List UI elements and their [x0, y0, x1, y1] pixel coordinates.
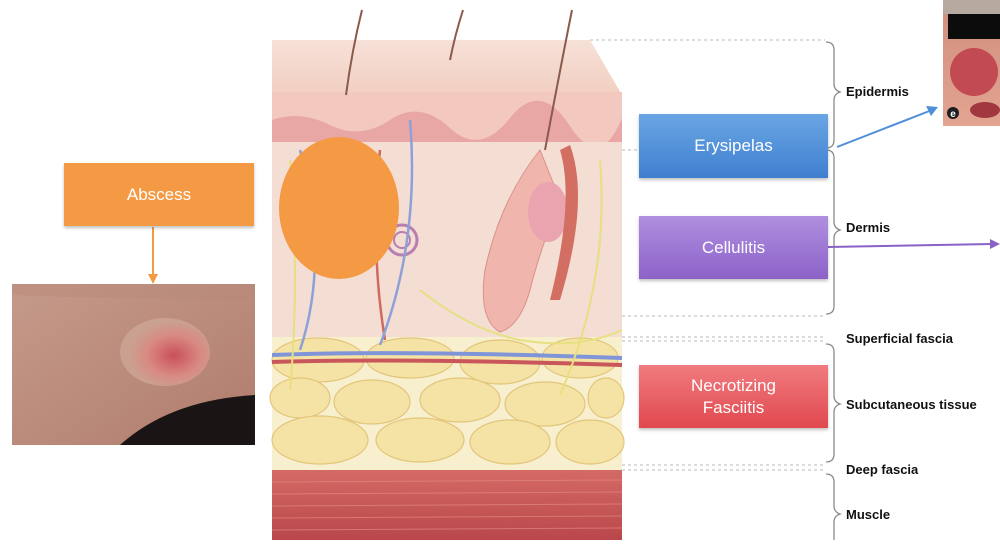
erysipelas-box: Erysipelas — [639, 114, 828, 178]
layer-label-epidermis: Epidermis — [846, 84, 909, 99]
cellulitis-arrow — [828, 239, 1000, 249]
erysipelas-label: Erysipelas — [694, 135, 772, 157]
abscess-label: Abscess — [127, 184, 191, 206]
necrotizing-label-line2: Fasciitis — [703, 397, 764, 419]
erysipelas-arrow — [837, 106, 938, 147]
layer-label-deep-fascia: Deep fascia — [846, 462, 918, 477]
layer-label-dermis: Dermis — [846, 220, 890, 235]
cellulitis-label: Cellulitis — [702, 237, 765, 259]
abscess-box: Abscess — [64, 163, 254, 226]
layer-label-subcutaneous-tissue: Subcutaneous tissue — [846, 397, 977, 412]
abscess-photo — [12, 284, 255, 445]
cellulitis-box: Cellulitis — [639, 216, 828, 279]
layer-label-superficial-fascia: Superficial fascia — [846, 331, 953, 346]
erysipelas-photo — [943, 0, 1000, 126]
necrotizing-label-line1: Necrotizing — [691, 375, 776, 397]
photo-badge-letter: e — [950, 109, 956, 120]
abscess-circle — [279, 137, 399, 279]
layer-label-muscle: Muscle — [846, 507, 890, 522]
necrotizing-fasciitis-box: Necrotizing Fasciitis — [639, 365, 828, 428]
layer-braces — [826, 42, 840, 540]
